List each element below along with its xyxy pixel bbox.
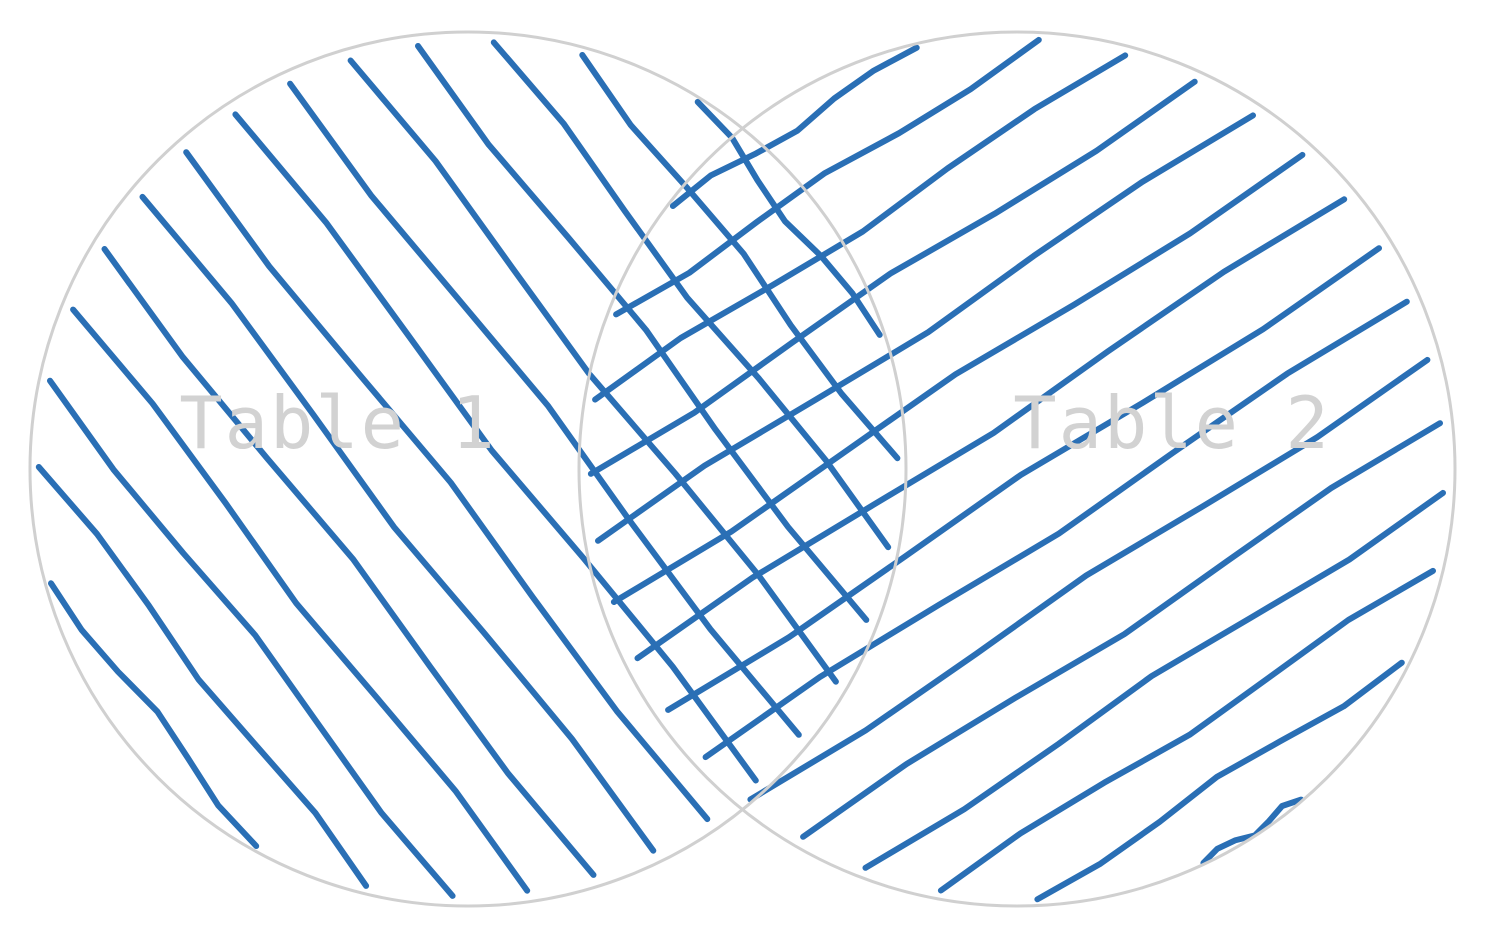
table2-hatch-line bbox=[634, 196, 1348, 662]
table1-hatch-line bbox=[579, 52, 901, 462]
table1-hatch-line bbox=[347, 57, 839, 685]
table1-hatch-fill bbox=[35, 39, 901, 899]
table1-hatch-line bbox=[139, 193, 657, 854]
table1-hatch-line bbox=[490, 39, 892, 551]
table1-hatch-line bbox=[287, 80, 802, 738]
table2-hatch-line bbox=[592, 52, 1129, 403]
table2-hatch-line bbox=[800, 420, 1443, 840]
table1-hatch-line bbox=[415, 43, 870, 623]
table2-hatch-line bbox=[1034, 659, 1405, 903]
table2-hatch-line bbox=[595, 112, 1256, 544]
table2-label: Table 2 bbox=[1013, 381, 1330, 465]
table1-circle[interactable] bbox=[28, 30, 908, 908]
table2-circle[interactable] bbox=[577, 30, 1457, 908]
table1-hatch-line bbox=[35, 464, 370, 889]
table2-hatch-line bbox=[937, 567, 1436, 894]
table1-hatch-line bbox=[183, 149, 711, 823]
table1-label: Table 1 bbox=[179, 381, 496, 465]
table2-hatch-line bbox=[613, 36, 1042, 318]
table2-hatch-line bbox=[747, 356, 1431, 803]
table1-hatch-line bbox=[47, 377, 456, 899]
table2-hatch-line bbox=[587, 78, 1198, 477]
table1-hatch-line bbox=[101, 246, 597, 878]
table2-hatch-fill bbox=[587, 36, 1446, 903]
table1-hatch-line bbox=[70, 306, 531, 894]
table2-hatch-line bbox=[702, 298, 1410, 761]
table1-hatch-line bbox=[48, 580, 260, 849]
table2-hatch-line bbox=[1200, 796, 1305, 866]
table2-hatch-line bbox=[665, 245, 1382, 713]
table2-hatch-line bbox=[610, 151, 1306, 605]
table2-hatch-line bbox=[669, 44, 920, 209]
table1-hatch-line bbox=[232, 111, 759, 784]
table2-hatch-line bbox=[862, 489, 1446, 871]
